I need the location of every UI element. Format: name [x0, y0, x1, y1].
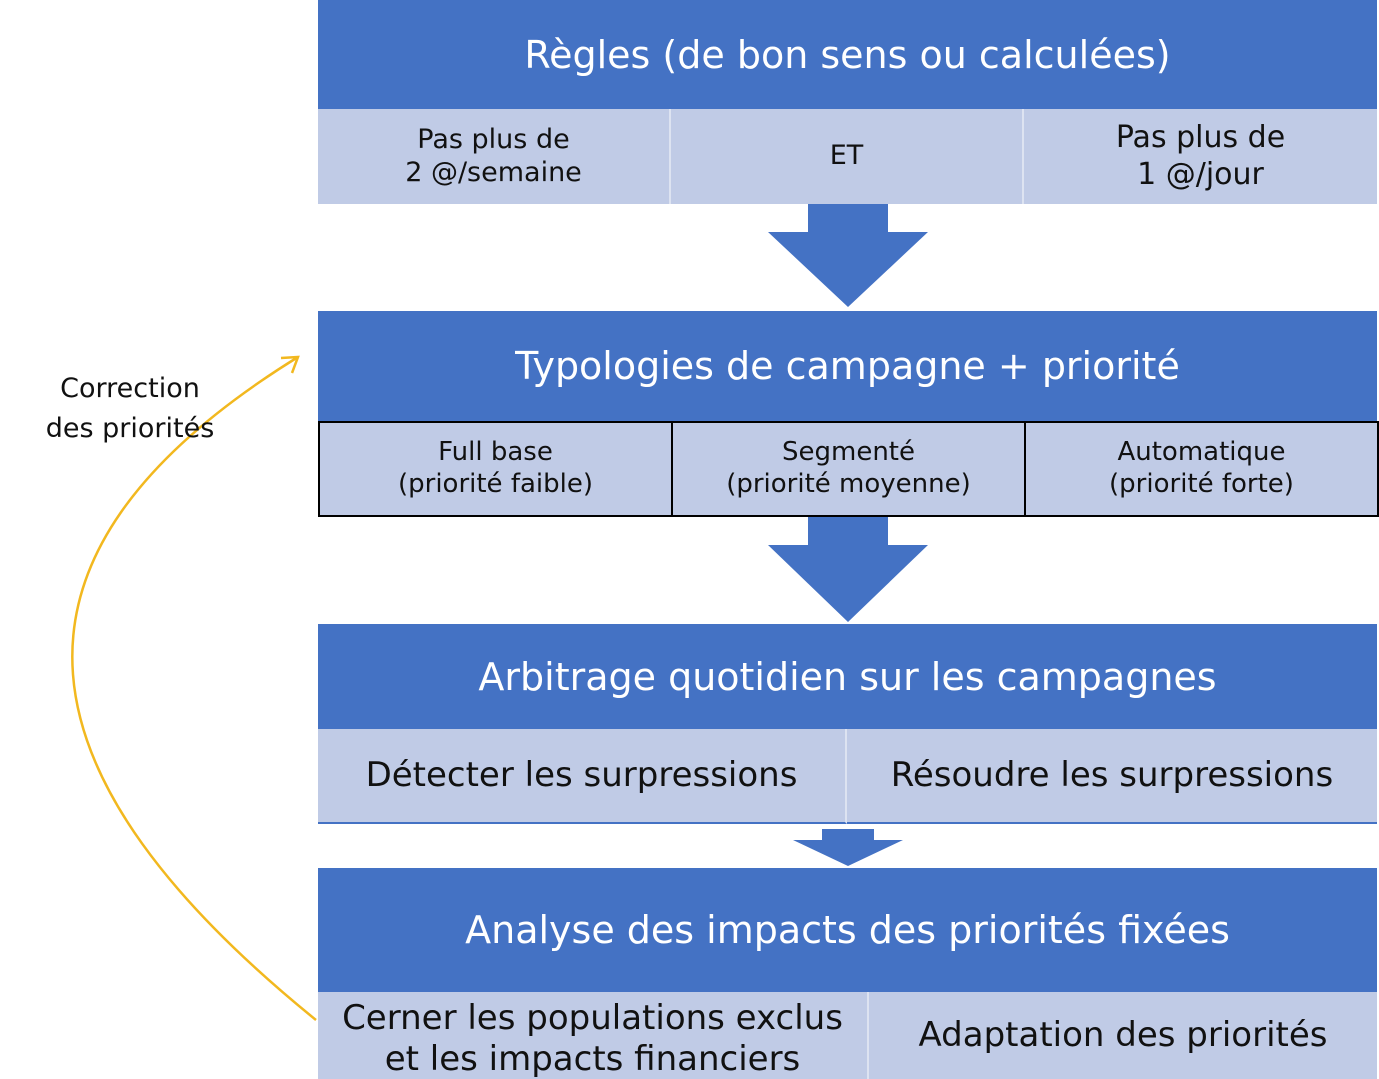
arbitrage-cell-detect-label: Détecter les surpressions: [365, 754, 798, 795]
feedback-curve-arrow: [71, 355, 317, 1021]
typologies-title: Typologies de campagne + priorité: [515, 344, 1180, 388]
typology-cell-segmented-label: Segmenté (priorité moyenne): [726, 437, 971, 499]
rule-cell-day-label: Pas plus de 1 @/jour: [1115, 119, 1286, 192]
arbitrage-cell-resolve: Résoudre les surpressions: [847, 729, 1377, 824]
down-arrow-3: [793, 829, 903, 866]
down-arrow-2: [768, 517, 928, 622]
arbitrage-header: Arbitrage quotidien sur les campagnes: [318, 624, 1377, 729]
analysis-cell-populations: Cerner les populations exclus et les imp…: [318, 992, 869, 1079]
feedback-label: Correction des priorités: [20, 328, 240, 445]
analysis-header: Analyse des impacts des priorités fixées: [318, 868, 1377, 992]
rules-header: Règles (de bon sens ou calculées): [318, 0, 1377, 109]
rule-cell-week: Pas plus de 2 @/semaine: [318, 109, 671, 204]
analysis-title: Analyse des impacts des priorités fixées: [465, 908, 1230, 952]
analysis-cell-adaptation: Adaptation des priorités: [869, 992, 1377, 1079]
rule-cell-week-label: Pas plus de 2 @/semaine: [405, 123, 582, 188]
typology-cell-full-base-label: Full base (priorité faible): [397, 437, 593, 499]
typology-cell-automatic: Automatique (priorité forte): [1024, 421, 1379, 517]
feedback-arrowhead: [280, 355, 300, 374]
feedback-label-text: Correction des priorités: [45, 372, 215, 445]
rules-title: Règles (de bon sens ou calculées): [524, 32, 1171, 77]
typology-cell-full-base: Full base (priorité faible): [318, 421, 673, 517]
rule-cell-and: ET: [671, 109, 1024, 204]
analysis-cell-adaptation-label: Adaptation des priorités: [918, 1014, 1328, 1055]
arbitrage-cell-detect: Détecter les surpressions: [318, 729, 847, 824]
arbitrage-title: Arbitrage quotidien sur les campagnes: [478, 654, 1217, 699]
analysis-cell-populations-label: Cerner les populations exclus et les imp…: [342, 998, 843, 1079]
down-arrow-1: [768, 204, 928, 307]
rule-cell-day: Pas plus de 1 @/jour: [1024, 109, 1377, 204]
arbitrage-cell-resolve-label: Résoudre les surpressions: [890, 754, 1334, 795]
typology-cell-automatic-label: Automatique (priorité forte): [1109, 437, 1294, 499]
typologies-header: Typologies de campagne + priorité: [318, 311, 1377, 421]
rule-cell-and-label: ET: [829, 140, 864, 172]
typology-cell-segmented: Segmenté (priorité moyenne): [671, 421, 1026, 517]
